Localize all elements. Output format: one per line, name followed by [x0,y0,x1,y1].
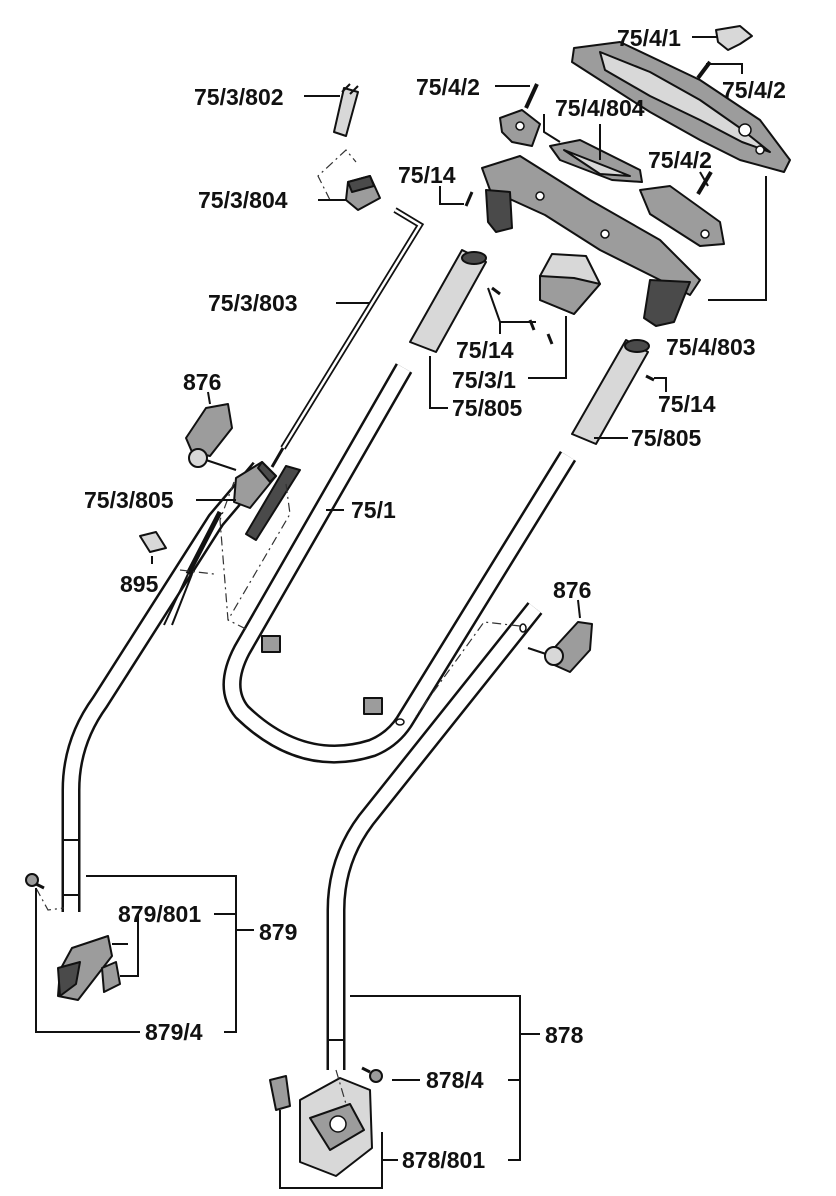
label-75-3-802: 75/3/802 [194,84,284,110]
label-75-3-803: 75/3/803 [208,290,298,316]
label-878: 878 [545,1022,584,1048]
leader-lines [35,36,767,1189]
label-75-4-803: 75/4/803 [666,334,756,360]
right-lower-tube [326,602,543,1070]
sleeve-75-805-left [409,249,487,353]
label-75-3-804: 75/3/804 [198,187,288,213]
bracket-878-801 [269,1075,373,1177]
label-75-4-2: 75/4/2 [416,74,480,100]
label-878-4: 878/4 [426,1067,484,1093]
label-75-14: 75/14 [658,391,716,417]
label-895: 895 [120,571,159,597]
label-876: 876 [553,577,591,603]
label-75-4-1: 75/4/1 [617,25,681,51]
switch-button-right [639,185,725,247]
cable-bush-75-3-804 [345,175,381,211]
clamp-lever-876-top [185,403,237,471]
bowden-cable-75-3-803 [163,207,425,626]
part-labels: 75/4/1 75/4/2 75/4/2 75/4/804 75/4/2 75/… [84,25,786,1173]
nuts-on-tube [261,635,383,715]
label-75-805: 75/805 [631,425,702,451]
label-75-1: 75/1 [351,497,396,523]
label-75-4-804: 75/4/804 [555,95,645,121]
bracket-879-801 [57,935,121,1001]
screw-878-4 [361,1066,383,1083]
left-lower-tube [61,461,268,912]
screw-879-4 [25,873,45,890]
label-75-3-1: 75/3/1 [452,367,516,393]
label-879-801: 879/801 [118,901,201,927]
label-878-801: 878/801 [402,1147,485,1173]
cable-holder-75-3-805 [233,461,277,509]
switch-button-left [499,109,541,147]
handle-lower-housing [481,155,701,327]
label-75-4-2: 75/4/2 [648,147,712,173]
label-879-4: 879/4 [145,1019,203,1045]
handle-top-cover-75-4-803 [571,41,791,173]
clip-75-4-1 [715,25,753,51]
cable-end-75-3-802 [333,83,359,137]
label-75-14: 75/14 [456,337,514,363]
cable-guide-75-3-1 [539,253,601,315]
label-879: 879 [259,919,297,945]
sleeve-75-805-right [571,339,650,445]
label-75-3-805: 75/3/805 [84,487,174,513]
clamp-lever-876-bottom [527,621,593,673]
upper-handle-tube-75-1 [222,363,577,764]
label-876: 876 [183,369,221,395]
label-75-14: 75/14 [398,162,456,188]
label-75-805: 75/805 [452,395,523,421]
label-75-4-2: 75/4/2 [722,77,786,103]
switch-lever-75-4-804 [549,139,643,183]
cable-fitting-895 [139,531,167,553]
tube-detail-marks [63,623,527,1041]
